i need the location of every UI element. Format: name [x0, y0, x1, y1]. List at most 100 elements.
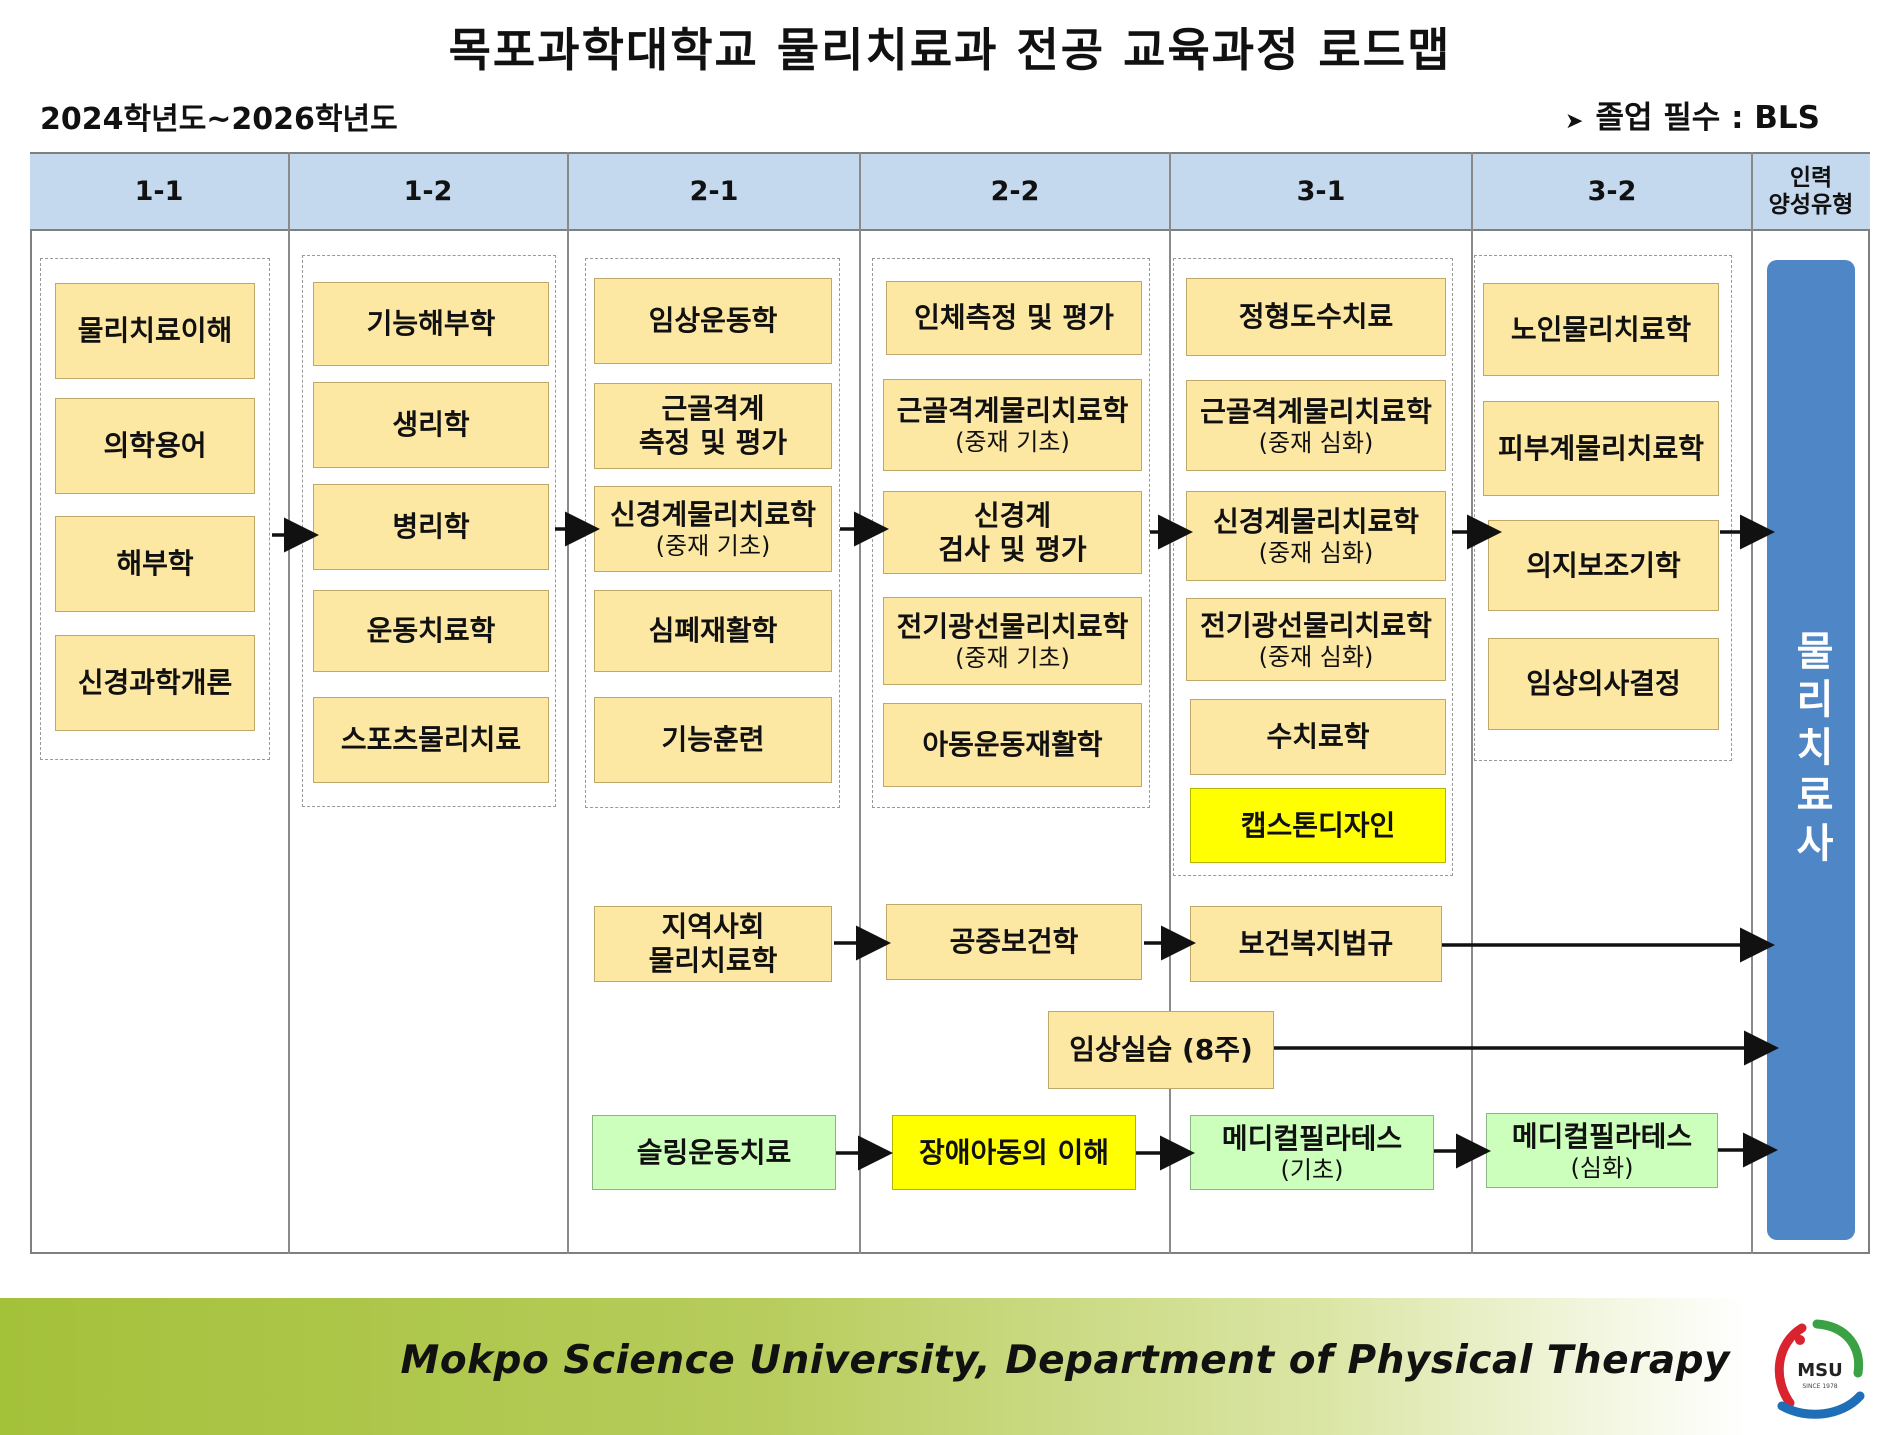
course-box: 심폐재활학: [594, 590, 832, 672]
course-label: 검사 및 평가: [938, 532, 1087, 566]
course-label: 스포츠물리치료: [340, 723, 522, 756]
course-label: 인체측정 및 평가: [914, 301, 1114, 334]
course-box: 피부계물리치료학: [1483, 401, 1719, 496]
course-box: 근골격계물리치료학(중재 심화): [1186, 380, 1446, 471]
course-sublabel: (기초): [1280, 1155, 1344, 1184]
course-label: 장애아동의 이해: [918, 1135, 1110, 1169]
university-logo: MSU SINCE 1978: [1774, 1319, 1865, 1419]
course-box: 운동치료학: [313, 590, 549, 672]
course-label: 전기광선물리치료학: [896, 610, 1129, 643]
flow-arrows: [272, 511, 1779, 1171]
course-label: 신경과학개론: [77, 666, 233, 699]
logo-text: MSU: [1797, 1360, 1843, 1381]
course-sublabel: (중재 심화): [1258, 642, 1374, 671]
course-label: 물리치료이해: [77, 314, 233, 347]
course-label: 전기광선물리치료학: [1200, 608, 1432, 642]
result-label: 물리치료사: [1788, 630, 1834, 870]
header-result-type: 인력 양성유형: [1752, 152, 1870, 231]
column-divider: [288, 152, 290, 1254]
course-sublabel: (심화): [1570, 1153, 1634, 1182]
group-3-2: [1474, 255, 1732, 761]
course-sublabel: (중재 기초): [655, 532, 771, 560]
course-box: 기능해부학: [313, 282, 549, 366]
course-box: 인체측정 및 평가: [886, 281, 1142, 355]
course-label: 캡스톤디자인: [1240, 808, 1396, 842]
course-label: 피부계물리치료학: [1497, 431, 1705, 465]
column-divider: [1751, 152, 1753, 1254]
graduation-requirement-text: 졸업 필수 : BLS: [1595, 100, 1821, 136]
graduation-requirement: ➤ 졸업 필수 : BLS: [1565, 92, 1820, 137]
footer-banner: Mokpo Science University, Department of …: [0, 1298, 1900, 1435]
course-box-green: 슬링운동치료: [592, 1115, 836, 1190]
page-title: 목포과학대학교 물리치료과 전공 교육과정 로드맵: [448, 23, 1452, 77]
footer-text: Mokpo Science University, Department of …: [400, 1338, 1730, 1383]
course-label: 근골격계: [661, 392, 765, 425]
course-box-highlight: 장애아동의 이해: [892, 1115, 1136, 1190]
arrowhead-bullet-icon: ➤: [1565, 109, 1584, 134]
header-2-2: 2-2: [860, 152, 1170, 231]
result-header-line2: 양성유형: [1768, 191, 1854, 218]
course-box: 임상실습 (8주): [1048, 1011, 1274, 1089]
course-box: 물리치료이해: [55, 283, 255, 379]
course-box: 해부학: [55, 516, 255, 612]
course-label: 기능훈련: [661, 723, 765, 756]
course-box-green: 메디컬필라테스(기초): [1190, 1115, 1434, 1190]
group-1-1: [40, 258, 270, 760]
course-label: 노인물리치료학: [1510, 312, 1692, 346]
group-3-1: [1173, 258, 1453, 876]
course-label: 지역사회: [661, 910, 765, 943]
course-box-highlight: 캡스톤디자인: [1190, 788, 1446, 863]
course-box-green: 메디컬필라테스(심화): [1486, 1113, 1718, 1188]
course-box: 신경계물리치료학(중재 기초): [594, 486, 832, 572]
course-label: 수치료학: [1266, 720, 1370, 753]
course-label: 신경계: [973, 498, 1052, 532]
course-label: 공중보건학: [949, 925, 1079, 958]
academic-years: 2024학년도~2026학년도: [40, 102, 398, 137]
course-label: 임상의사결정: [1526, 667, 1681, 700]
course-box: 아동운동재활학: [883, 703, 1142, 787]
header-3-2: 3-2: [1472, 152, 1752, 231]
course-box: 공중보건학: [886, 904, 1142, 980]
column-divider: [859, 152, 861, 1254]
course-label: 슬링운동치료: [636, 1135, 792, 1169]
course-label: 운동치료학: [366, 614, 496, 647]
course-box: 임상의사결정: [1488, 638, 1719, 730]
course-label: 근골격계물리치료학: [1200, 394, 1432, 428]
course-label: 병리학: [392, 510, 470, 543]
course-label: 해부학: [116, 547, 194, 580]
course-label: 신경계물리치료학: [1212, 505, 1420, 538]
header-2-1: 2-1: [568, 152, 860, 231]
course-label: 의학용어: [103, 429, 207, 462]
course-label: 물리치료학: [648, 944, 778, 977]
course-box: 근골격계물리치료학(중재 기초): [883, 379, 1142, 471]
course-sublabel: (중재 기초): [955, 428, 1070, 456]
result-bar: 물리치료사: [1767, 260, 1855, 1240]
course-label: 생리학: [392, 408, 470, 441]
header-1-2: 1-2: [288, 152, 568, 231]
course-label: 의지보조기학: [1526, 548, 1681, 582]
course-sublabel: (중재 심화): [1258, 539, 1374, 567]
course-box: 생리학: [313, 382, 549, 468]
header-3-1: 3-1: [1170, 152, 1472, 231]
course-box: 임상운동학: [594, 278, 832, 364]
course-box: 의학용어: [55, 398, 255, 494]
course-box: 보건복지법규: [1190, 906, 1442, 982]
course-box: 신경과학개론: [55, 635, 255, 731]
course-label: 근골격계물리치료학: [896, 394, 1129, 427]
course-label: 메디컬필라테스: [1511, 1119, 1693, 1153]
course-label: 정형도수치료: [1238, 300, 1394, 333]
course-box: 의지보조기학: [1488, 520, 1719, 611]
course-label: 아동운동재활학: [922, 728, 1103, 761]
column-divider: [567, 152, 569, 1254]
logo-since: SINCE 1978: [1802, 1383, 1837, 1390]
course-sublabel: (중재 심화): [1258, 428, 1374, 457]
course-box: 병리학: [313, 484, 549, 570]
course-label: 신경계물리치료학: [609, 498, 817, 531]
course-box: 정형도수치료: [1186, 278, 1446, 356]
course-box: 스포츠물리치료: [313, 697, 549, 783]
course-label: 기능해부학: [366, 307, 496, 340]
course-label: 임상운동학: [648, 304, 778, 337]
